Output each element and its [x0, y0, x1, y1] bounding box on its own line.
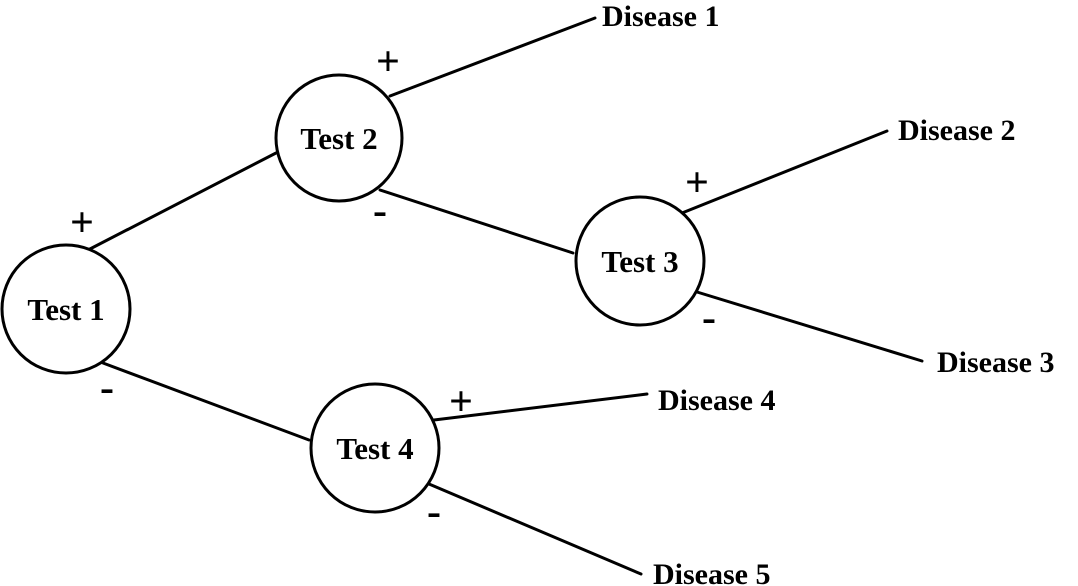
leaf-label-disease1: Disease 1: [602, 0, 719, 33]
node-circle-test4: [309, 382, 441, 514]
sign-test1-negative: -: [100, 365, 114, 411]
sign-test2-negative: -: [373, 188, 387, 234]
leaf-label-disease2: Disease 2: [898, 114, 1015, 147]
node-label-test3: Test 3: [601, 244, 678, 279]
edge-test4-disease5: [427, 482, 643, 576]
sign-test2-positive: +: [376, 39, 400, 85]
sign-test3-negative: -: [702, 295, 716, 341]
sign-test4-positive: +: [449, 379, 473, 425]
node-label-test2: Test 2: [300, 121, 377, 156]
node-circle-test1: [0, 243, 132, 375]
leaf-label-disease5: Disease 5: [653, 558, 770, 586]
leaf-label-disease4: Disease 4: [658, 384, 775, 417]
edge-test2-test3: [378, 188, 575, 255]
edge-test1-test2: [86, 151, 278, 252]
edge-test1-test4: [101, 361, 311, 442]
edge-test3-disease2: [680, 129, 889, 215]
node-label-test4: Test 4: [336, 431, 413, 466]
edge-test3-disease3: [695, 290, 924, 363]
sign-test1-positive: +: [70, 200, 94, 246]
sign-test3-positive: +: [685, 160, 709, 206]
edge-test2-disease1: [388, 16, 597, 98]
node-label-test1: Test 1: [27, 292, 104, 327]
node-circle-test3: [574, 195, 706, 327]
edge-test4-disease4: [432, 392, 649, 422]
sign-test4-negative: -: [427, 489, 441, 535]
leaf-label-disease3: Disease 3: [937, 346, 1054, 379]
node-circle-test2: [274, 73, 404, 203]
